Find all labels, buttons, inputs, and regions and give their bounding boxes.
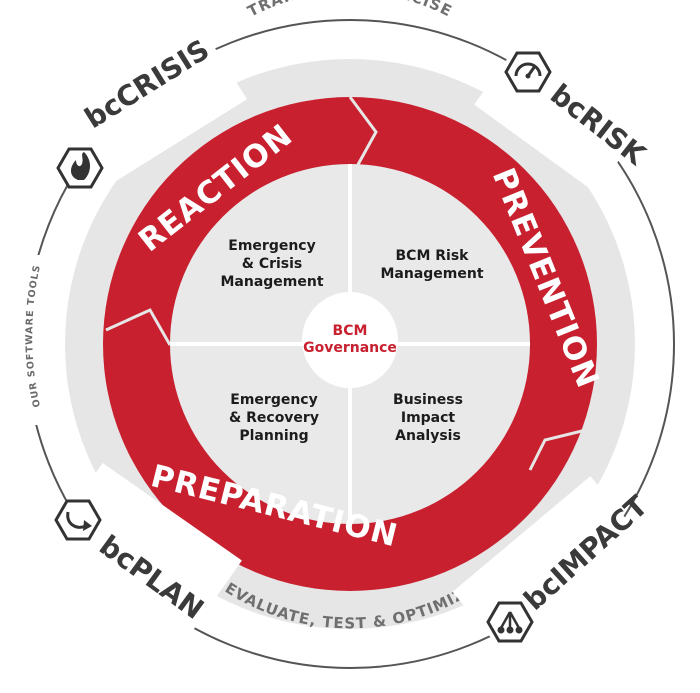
- center-label-line1: BCM: [333, 323, 368, 339]
- center-circle: [302, 292, 398, 388]
- quadrant-top-right-line2: Management: [380, 266, 483, 282]
- quadrant-bottom-left: Emergency & Recovery Planning: [229, 392, 319, 444]
- flame-icon: [56, 147, 104, 189]
- center-label-line2: Governance: [303, 340, 397, 356]
- quadrant-bottom-left-line3: Planning: [239, 428, 308, 444]
- ring-separator-top: [348, 96, 378, 171]
- band-label-top-path: TRAINING & EXERCISE: [245, 0, 455, 20]
- quadrant-top-left-line3: Management: [220, 274, 323, 290]
- quadrant-top-left-line1: Emergency: [228, 238, 315, 254]
- ring-separator-right: [528, 428, 587, 471]
- quadrant-bottom-left-line1: Emergency: [230, 392, 317, 408]
- mask-crisis: [53, 5, 247, 185]
- band-label-top: TRAINING & EXERCISE: [245, 0, 456, 20]
- quadrant-bottom-right-line1: Business: [393, 392, 463, 408]
- quadrant-bottom-right-line3: Analysis: [395, 428, 461, 444]
- quadrant-bottom-right: Business Impact Analysis: [393, 392, 463, 444]
- quadrant-top-left-line2: & Crisis: [242, 256, 303, 272]
- quadrant-top-right: BCM Risk Management: [380, 248, 483, 282]
- quadrant-bottom-right-line2: Impact: [401, 410, 456, 426]
- quadrant-top-left: Emergency & Crisis Management: [220, 238, 323, 290]
- mask-side: [16, 255, 56, 425]
- gauge-icon: [504, 51, 552, 93]
- arrow-icon: [54, 499, 102, 541]
- ring-separator-left: [105, 308, 172, 346]
- network-icon: [486, 601, 534, 643]
- quadrant-bottom-left-line2: & Recovery: [229, 410, 319, 426]
- quadrant-top-right-line1: BCM Risk: [396, 248, 470, 264]
